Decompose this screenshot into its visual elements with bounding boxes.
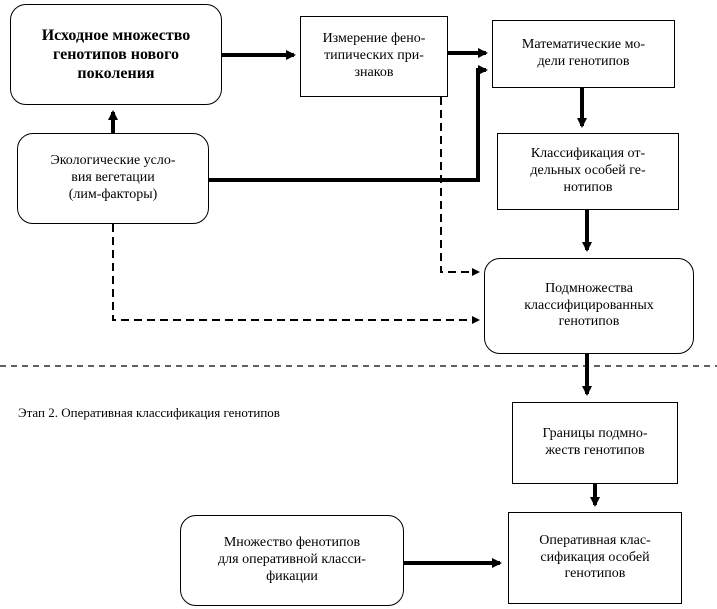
subset-boundaries-box: Границы подмно- жеств генотипов <box>512 402 678 484</box>
initial-genotype-set-box: Исходное множество генотипов нового поко… <box>10 4 222 105</box>
arrow-eco-to-subsets-dashed <box>112 224 480 324</box>
ecological-conditions-box: Экологические усло- вия вегетации (лим-ф… <box>17 133 209 224</box>
phenotype-set-box: Множество фенотипов для оперативной клас… <box>180 515 404 606</box>
arrow-eco-to-models <box>209 65 488 182</box>
individual-classification-box: Классификация от- дельных особей ге- нот… <box>497 133 679 210</box>
classified-subsets-box: Подмножества классифицированных генотипо… <box>484 258 694 354</box>
operative-classification-box: Оперативная клас- сификация особей генот… <box>508 512 682 604</box>
arrow-measurement-to-subsets-dashed <box>440 97 480 276</box>
phenotype-measurement-box: Измерение фено- типических при- знаков <box>300 16 448 97</box>
genotype-math-models-box: Математические мо- дели генотипов <box>492 20 675 88</box>
stage-2-label: Этап 2. Оперативная классификация геноти… <box>18 405 280 420</box>
